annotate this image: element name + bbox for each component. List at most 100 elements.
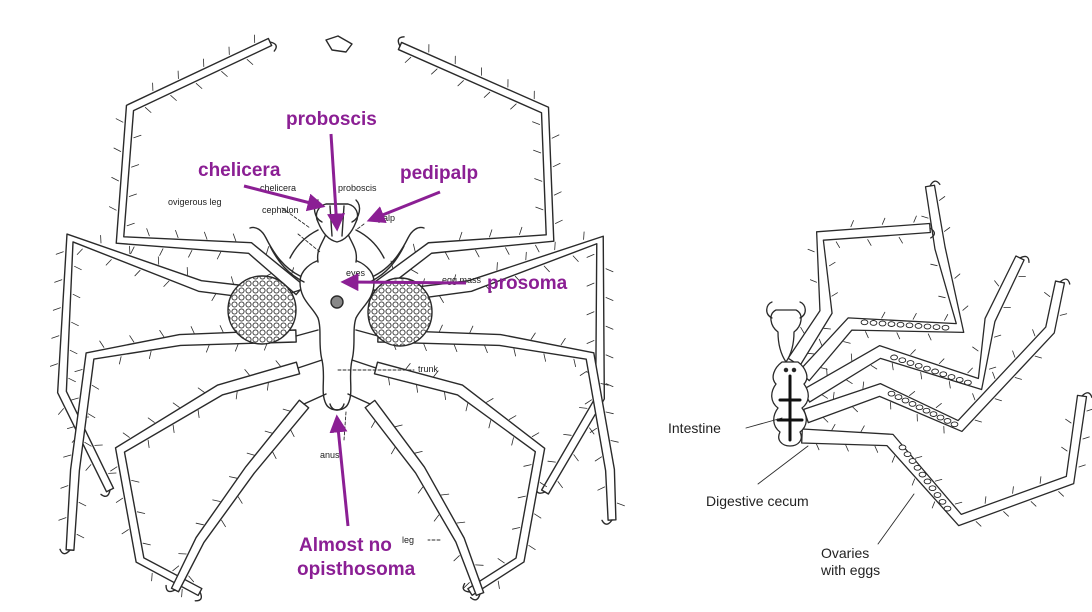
egg [947, 374, 956, 380]
label-leg: leg [402, 535, 414, 545]
label-ovaries-line1: Ovaries [821, 545, 869, 561]
arrow-chelicera [243, 184, 326, 212]
leg-spines [110, 360, 282, 598]
leg-claw [100, 489, 111, 498]
right-leg-set [787, 180, 1092, 527]
leg-spines [818, 196, 969, 370]
right-labels: Intestine Digestive cecum Ovaries with e… [668, 420, 880, 578]
walking-leg [170, 399, 310, 593]
leg-set [50, 34, 625, 602]
leg-spines [815, 408, 1092, 527]
label-proboscis-small: proboscis [338, 183, 377, 193]
egg [913, 464, 922, 471]
label-trunk: trunk [418, 364, 439, 374]
right-walking-leg [803, 280, 1066, 433]
egg [936, 414, 945, 421]
egg [943, 505, 952, 512]
annotation-opisthosoma-line2: opisthosoma [297, 559, 416, 580]
egg [898, 444, 907, 451]
arrow-prosoma [340, 273, 467, 292]
right-walking-leg [801, 255, 1025, 403]
ovigerous-leg-right [369, 226, 425, 283]
egg [894, 394, 903, 400]
egg [914, 362, 923, 369]
egg [887, 321, 896, 327]
chelicera-shape [313, 199, 361, 237]
leg-spines [800, 215, 917, 355]
egg [931, 368, 939, 375]
egg [932, 324, 941, 330]
leg-claw [59, 548, 71, 555]
anal-tubercle [329, 403, 345, 411]
right-intestine [776, 374, 804, 442]
leg-claw [269, 41, 277, 52]
label-leader-lines [281, 207, 441, 541]
label-anus: anus [320, 450, 340, 460]
arrow-proboscis [327, 133, 346, 232]
egg [922, 407, 931, 414]
egg [928, 485, 937, 492]
ovigerous-leg-left [249, 226, 305, 283]
egg [903, 451, 912, 458]
egg [950, 421, 959, 428]
egg [923, 323, 932, 330]
egg [929, 411, 938, 417]
leg-claw [397, 36, 405, 47]
egg [923, 478, 932, 485]
egg [890, 354, 898, 361]
right-eye-spot [783, 367, 789, 373]
purple-annotations: proboscis chelicera pedipalp prosoma Alm… [198, 109, 568, 580]
walking-leg [114, 361, 301, 597]
sea-spider-dorsal-drawing [50, 34, 625, 602]
right-walking-leg [787, 222, 931, 367]
egg [964, 379, 972, 386]
walking-leg [369, 41, 555, 296]
leg-claw [325, 35, 353, 53]
leg-spines [822, 292, 1068, 434]
leg-claw [194, 591, 203, 602]
label-intestine: Intestine [668, 420, 721, 436]
egg [933, 492, 942, 498]
walking-leg [373, 361, 546, 596]
arrow-opisthosoma [329, 414, 350, 527]
leg-claw [469, 593, 481, 601]
egg [943, 418, 952, 424]
egg [923, 365, 931, 372]
egg [918, 471, 927, 478]
egg [878, 320, 887, 327]
label-chelicera-small: chelicera [260, 183, 296, 193]
leg-claw [1019, 255, 1030, 264]
leg-claw [929, 180, 941, 187]
leg-claw [601, 519, 613, 525]
palp-shape [289, 229, 385, 259]
walking-leg [56, 233, 284, 493]
egg-mass-left [227, 275, 297, 345]
walking-leg [377, 329, 617, 521]
label-ovigerous-leg: ovigerous leg [168, 197, 222, 207]
right-walking-leg [798, 184, 965, 382]
egg [905, 322, 914, 329]
annotation-opisthosoma-line1: Almost no [299, 535, 392, 556]
right-eye-spot [791, 367, 797, 373]
leg-spines [388, 363, 547, 589]
label-ovaries-line2: with eggs [820, 562, 880, 578]
egg [906, 360, 915, 366]
annotation-pedipalp: pedipalp [400, 163, 478, 184]
egg [887, 390, 896, 397]
leg-claw [165, 584, 176, 593]
leg-spines [371, 420, 484, 589]
annotation-prosoma: prosoma [487, 273, 568, 294]
leg-spines [821, 276, 1026, 399]
leg-claw [1081, 392, 1092, 399]
egg [915, 404, 924, 411]
annotation-chelicera: chelicera [198, 160, 281, 181]
egg [869, 320, 878, 326]
egg [939, 371, 948, 378]
egg-mass-right [367, 277, 433, 347]
leg-spines [178, 408, 295, 583]
right-chelicerae [766, 301, 806, 319]
walking-leg [65, 329, 297, 551]
egg [898, 357, 907, 364]
egg [908, 458, 917, 464]
